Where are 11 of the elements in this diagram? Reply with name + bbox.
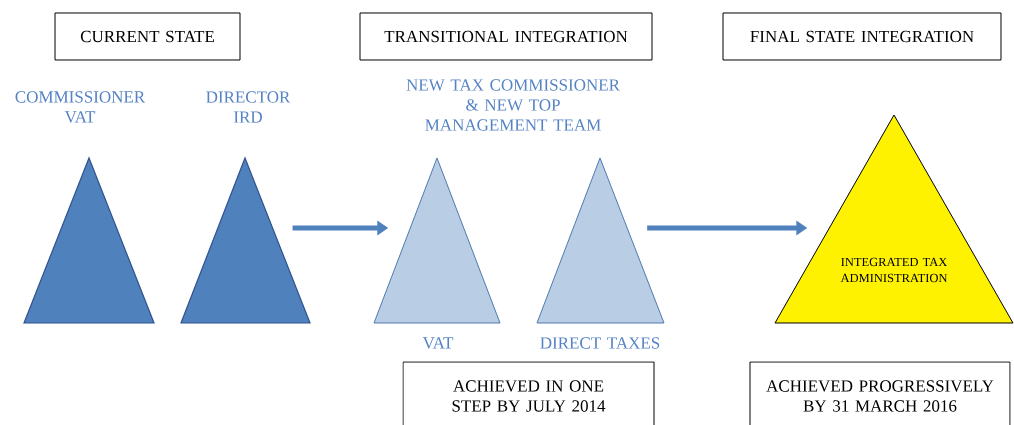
text-box: CURRENT STATE — [54, 12, 241, 61]
text-box: ACHIEVED IN ONE STEP BY JULY 2014 — [402, 361, 655, 425]
text-box: FINAL STATE INTEGRATION — [722, 12, 1002, 61]
heading: DIRECTOR IRD — [206, 91, 291, 123]
triangle-label: INTEGRATED TAX ADMINISTRATION — [840, 257, 948, 283]
text-box: ACHIEVED PROGRESSIVELY BY 31 MARCH 2016 — [749, 361, 1011, 425]
group-heading: NEW TAX COMMISSIONER & NEW TOP MANAGEMENT TEAM — [406, 79, 620, 131]
heading: COMMISSIONER VAT — [15, 91, 146, 123]
text-box: TRANSITIONAL INTEGRATION — [359, 12, 653, 61]
heading: DIRECT TAXES — [540, 337, 660, 349]
heading: VAT — [422, 337, 454, 349]
